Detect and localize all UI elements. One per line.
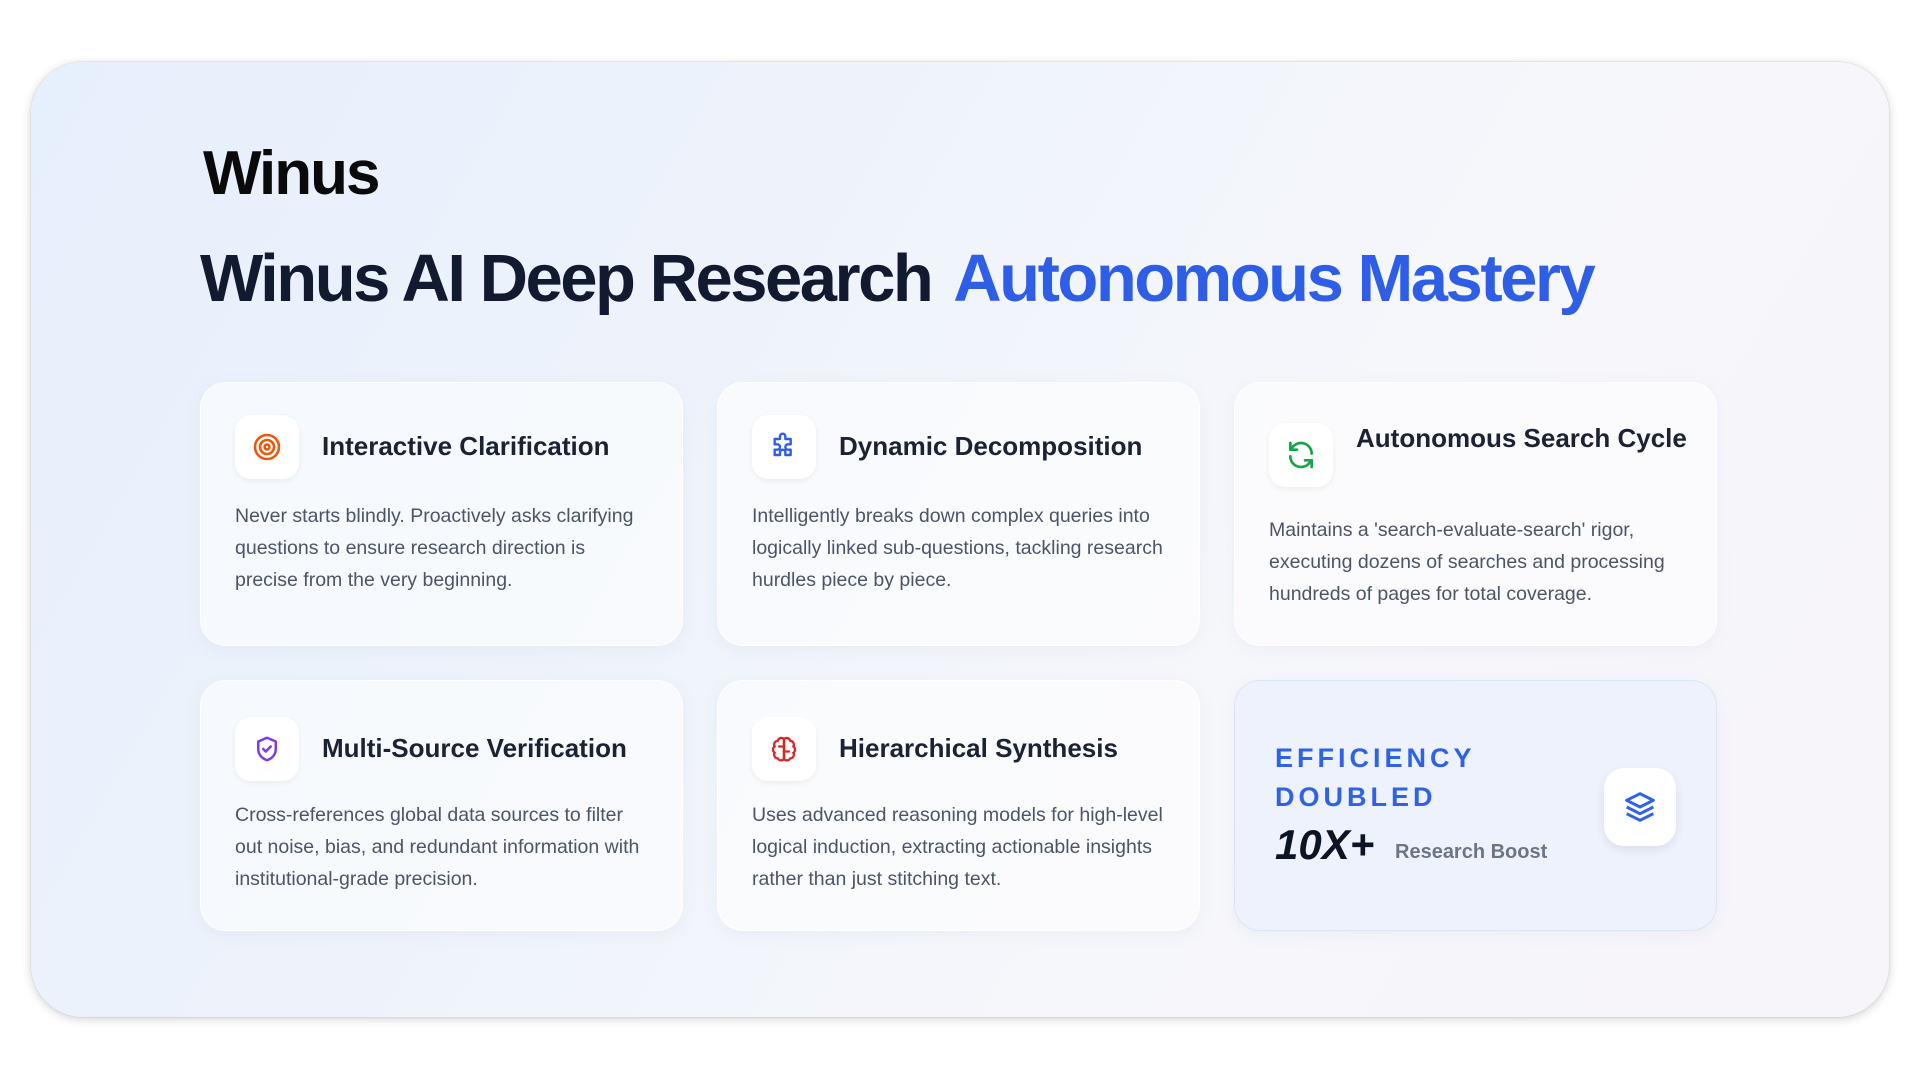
efficiency-subtitle: Research Boost [1395,841,1548,863]
target-icon [235,415,299,479]
feature-card-dynamic-decomposition: Dynamic Decomposition Intelligently brea… [717,382,1200,646]
refresh-icon [1269,423,1333,487]
feature-title: Multi-Source Verification [322,733,627,763]
feature-card-hierarchical-synthesis: Hierarchical Synthesis Uses advanced rea… [717,680,1200,931]
feature-desc: Maintains a 'search-evaluate-search' rig… [1269,519,1665,605]
shield-check-icon [235,717,299,781]
feature-desc: Uses advanced reasoning models for high-… [752,804,1163,890]
feature-desc: Cross-references global data sources to … [235,804,640,890]
efficiency-card: EFFICIENCY DOUBLED 10X+ Research Boost [1234,680,1717,931]
feature-title: Hierarchical Synthesis [839,733,1118,763]
puzzle-icon [752,415,816,479]
title-accent: Autonomous Mastery [953,241,1595,316]
feature-card-multi-source-verification: Multi-Source Verification Cross-referenc… [200,680,683,931]
feature-title: Dynamic Decomposition [839,431,1143,461]
winus-logo: Winus [203,139,380,208]
feature-card-interactive-clarification: Interactive Clarification Never starts b… [200,382,683,646]
feature-card-autonomous-search-cycle: Autonomous Search Cycle Maintains a 'sea… [1234,382,1717,646]
feature-desc: Never starts blindly. Proactively asks c… [235,505,634,591]
feature-desc: Intelligently breaks down complex querie… [752,505,1163,591]
layers-icon [1604,768,1676,846]
brain-icon [752,717,816,781]
feature-title: Autonomous Search Cycle [1356,423,1687,453]
efficiency-value: 10X+ [1275,821,1375,868]
feature-title: Interactive Clarification [322,431,610,461]
efficiency-label: EFFICIENCY DOUBLED [1275,743,1476,812]
page-title: Winus AI Deep Research Autonomous Mastery [200,240,1596,317]
title-main: Winus AI Deep Research [200,241,934,316]
